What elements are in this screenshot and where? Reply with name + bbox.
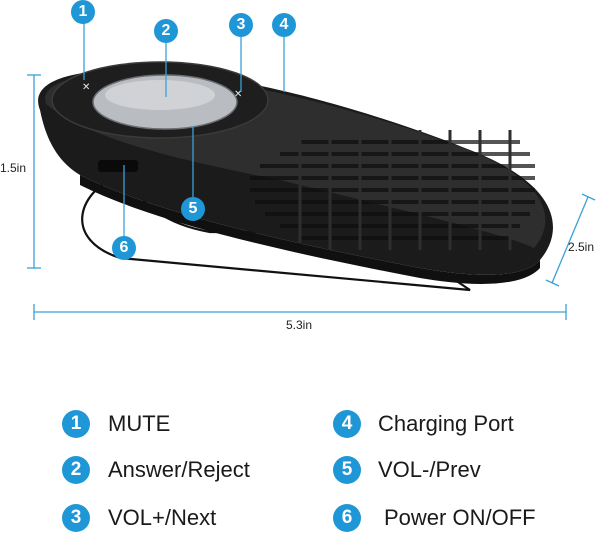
legend-label-power-on-off: Power ON/OFF [384,505,536,530]
legend-badge-1: 1 [62,410,90,438]
svg-text:✕: ✕ [82,82,90,93]
legend-label-vol-plus-next: VOL+/Next [108,505,217,530]
depth-dimension-line [551,196,589,284]
legend-badge-5: 5 [333,456,361,484]
depth-dimension-label: 2.5in [568,240,595,254]
legend-badge-4: 4 [333,410,361,438]
width-dimension-label: 5.3in [286,318,313,332]
callout-1-badge: 1 [71,0,95,24]
legend-badge-3: 3 [62,504,90,532]
callout-3-badge: 3 [229,13,253,37]
callout-4-badge: 4 [272,13,296,37]
legend-label-mute: MUTE [108,411,171,436]
callout-6-badge: 6 [112,236,136,260]
legend-label-charging-port: Charging Port [378,411,514,436]
speakerphone-body: ✕ ✕ [38,61,553,284]
legend-badge-6: 6 [333,504,361,532]
callout-2-badge: 2 [154,19,178,43]
legend-badge-2: 2 [62,456,90,484]
legend-label-answer-reject: Answer/Reject [108,457,250,482]
height-dimension-label: 1.5in [0,161,27,175]
callout-5-badge: 5 [181,197,205,221]
power-switch[interactable] [98,160,138,172]
svg-text:✕: ✕ [234,89,242,100]
legend-label-vol-minus-prev: VOL-/Prev [378,457,481,482]
